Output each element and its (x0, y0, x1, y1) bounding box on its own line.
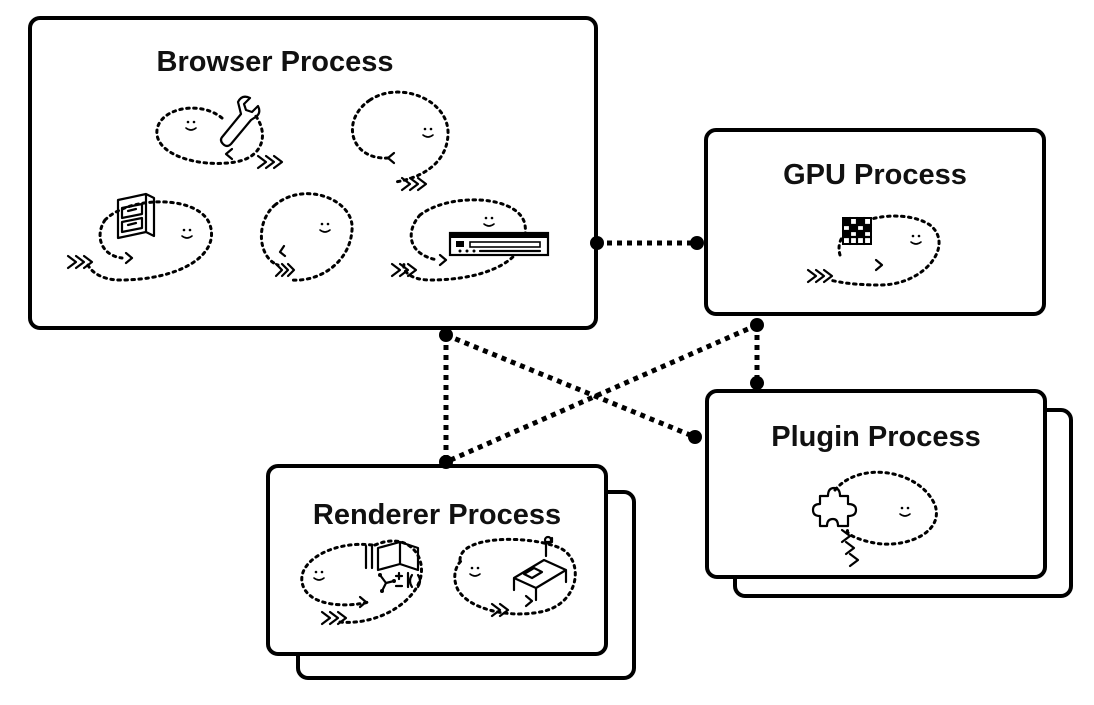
browser-thread-2 (351, 90, 450, 192)
pixel-grid-icon (841, 216, 873, 246)
smiley-face-icon (319, 222, 331, 233)
endpoint-browser-bottom (439, 328, 453, 342)
puzzle-piece-icon (811, 486, 858, 528)
gpu-thread (806, 214, 941, 287)
renderer-process-box (266, 464, 608, 656)
desk-icon (512, 535, 568, 602)
smiley-face-icon (910, 234, 922, 245)
endpoint-gpu-bottom (750, 318, 764, 332)
gpu-process-box (704, 128, 1046, 316)
book-and-tools-icon (364, 540, 420, 593)
link-browser-plugin (445, 332, 696, 440)
endpoint-plugin-top (750, 376, 764, 390)
renderer-process-title: Renderer Process (313, 499, 561, 531)
connection-endpoints (439, 236, 764, 469)
endpoint-renderer-top (439, 455, 453, 469)
browser-thread-5 (390, 198, 550, 282)
toolbar-icon (448, 231, 550, 257)
connections (443, 240, 760, 465)
renderer-thread-2 (453, 535, 577, 618)
smiley-face-icon (313, 570, 325, 581)
plugin-process-box (705, 389, 1047, 579)
endpoint-browser-right (590, 236, 604, 250)
gpu-process-title: GPU Process (783, 159, 967, 191)
smiley-face-icon (185, 120, 197, 131)
endpoint-plugin-left (688, 430, 702, 444)
smiley-face-icon (181, 228, 193, 239)
plugin-thread (811, 470, 938, 568)
browser-process: Browser Process (28, 16, 598, 330)
smiley-face-icon (469, 566, 481, 577)
smiley-face-icon (422, 127, 434, 138)
wrench-icon (219, 95, 261, 148)
browser-thread-1 (155, 95, 284, 170)
gpu-process: GPU Process (704, 128, 1046, 316)
renderer-thread-1 (300, 539, 423, 626)
link-gpu-renderer (444, 322, 759, 465)
endpoint-gpu-left (690, 236, 704, 250)
plugin-process: Plugin Process (705, 389, 1073, 598)
browser-thread-4 (260, 192, 354, 282)
plugin-process-title: Plugin Process (771, 421, 981, 453)
formula-icon (394, 571, 422, 589)
smiley-face-icon (483, 216, 495, 227)
browser-thread-3 (66, 192, 213, 282)
renderer-process: Renderer Process (266, 464, 636, 680)
smiley-face-icon (899, 506, 911, 517)
browser-process-title: Browser Process (157, 46, 394, 78)
file-cabinet-icon (116, 192, 156, 240)
